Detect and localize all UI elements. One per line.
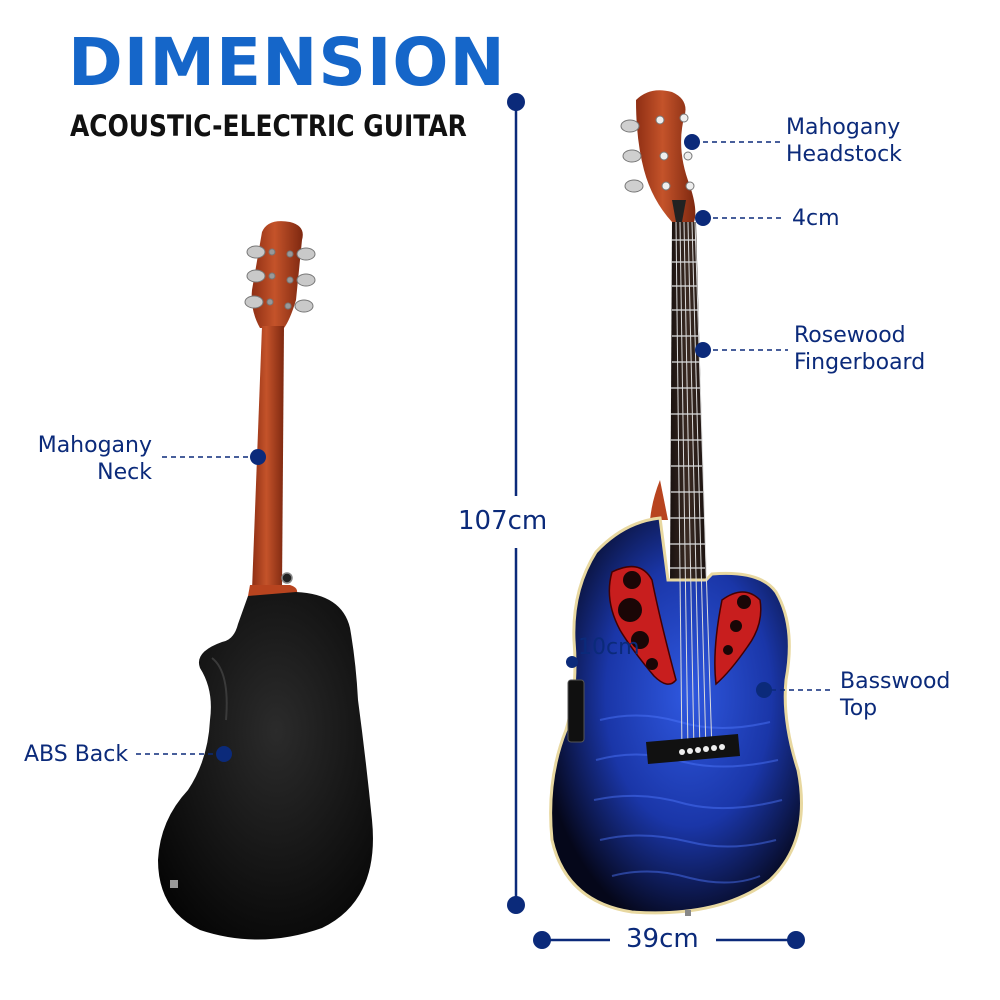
flame-grain xyxy=(593,714,783,884)
page-title: DIMENSION xyxy=(68,24,506,101)
soundhole-left xyxy=(608,565,677,685)
length-bottom-dot xyxy=(507,896,525,914)
guitar-back-view xyxy=(158,221,373,940)
soundhole-right xyxy=(714,591,762,686)
back-tuners xyxy=(244,245,316,313)
callout-dots xyxy=(216,134,772,762)
label-mahogany-headstock: Mahogany Headstock xyxy=(786,115,902,167)
label-body-width: 39cm xyxy=(626,924,699,954)
label-rosewood-fingerboard: Rosewood Fingerboard xyxy=(794,323,926,375)
label-abs-back: ABS Back xyxy=(24,742,129,767)
label-basswood-top: Basswood Top xyxy=(840,669,951,721)
front-tuners xyxy=(620,113,695,193)
label-nut-width: 4cm xyxy=(792,206,840,231)
preamp-panel xyxy=(567,679,585,743)
width-right-dot xyxy=(787,931,805,949)
label-total-length: 107cm xyxy=(458,506,548,536)
back-neck xyxy=(252,326,284,590)
width-left-dot xyxy=(533,931,551,949)
guitar-front-view xyxy=(549,90,803,916)
callout-leaders xyxy=(136,141,832,755)
bridge xyxy=(646,734,740,764)
label-mahogany-neck: Mahogany Neck xyxy=(37,433,152,485)
label-body-depth: 10cm xyxy=(578,635,640,660)
dimension-markers xyxy=(507,93,805,949)
back-body xyxy=(158,592,373,940)
back-headstock xyxy=(251,221,303,328)
page-subtitle: ACOUSTIC-ELECTRIC GUITAR xyxy=(70,109,467,143)
length-top-dot xyxy=(507,93,525,111)
